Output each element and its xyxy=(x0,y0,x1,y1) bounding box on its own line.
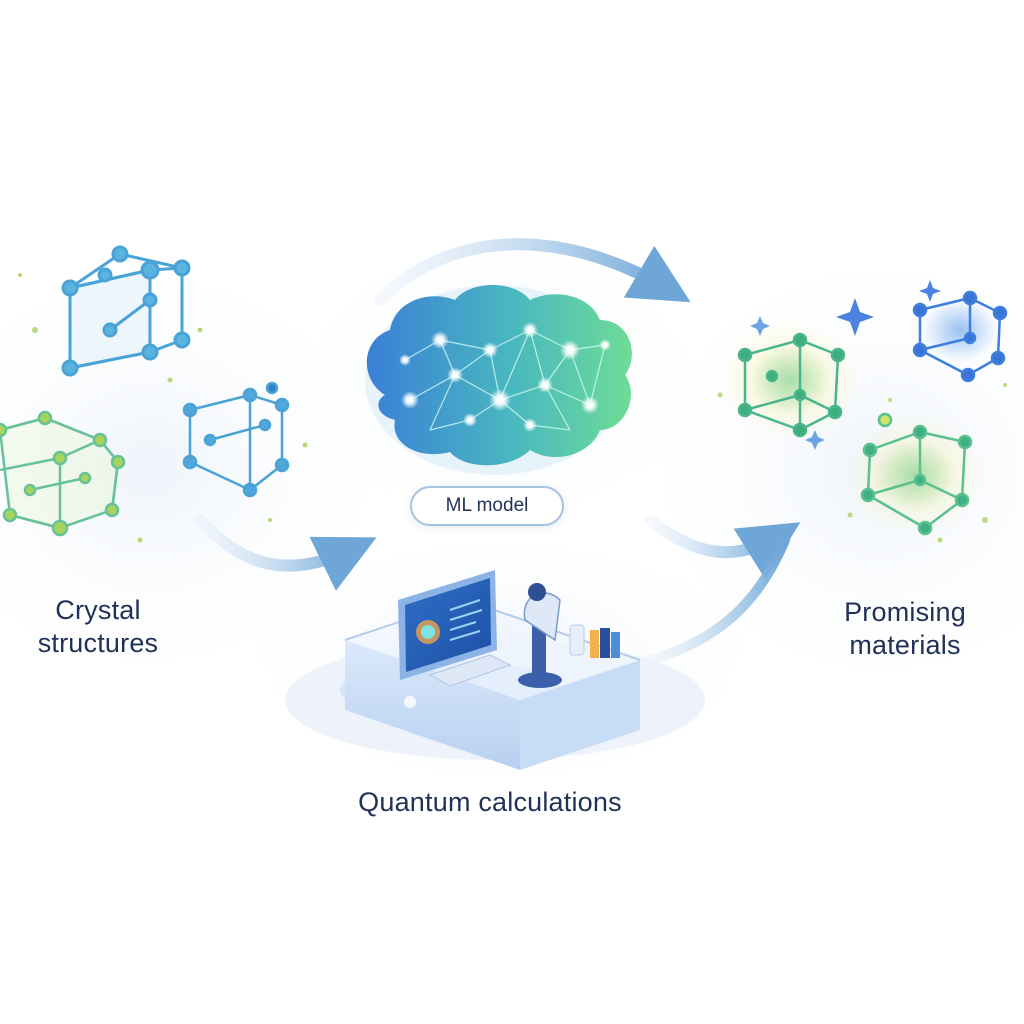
crystal-label-line2: structures xyxy=(37,628,159,658)
particles xyxy=(18,273,308,543)
microscope-icon xyxy=(518,583,562,688)
promising-label-line2: materials xyxy=(849,630,961,660)
crystal-lattice-icon xyxy=(0,410,126,537)
crystal-label-line1: Crystal xyxy=(55,595,141,625)
crystal-structures-group xyxy=(0,245,308,543)
crystal-lattice-icon xyxy=(912,290,1008,383)
crystal-lattice-icon xyxy=(737,332,846,438)
quantum-calculations-label: Quantum calculations xyxy=(358,787,622,817)
computer-lab-box-icon xyxy=(285,570,705,770)
crystal-lattice-icon xyxy=(182,381,290,498)
ml-model-pill: ML model xyxy=(410,486,564,526)
crystal-structures-label: Crystal structures xyxy=(8,594,188,660)
flow-arrow-icon xyxy=(194,514,377,591)
promising-materials-label: Promising materials xyxy=(810,596,1000,662)
particles xyxy=(717,383,1007,543)
flow-arrows xyxy=(194,238,801,665)
brain-nodes xyxy=(399,322,611,432)
crystal-lattice-icon xyxy=(860,412,973,536)
promising-label-line1: Promising xyxy=(844,597,966,627)
flow-arrow-icon xyxy=(645,535,790,665)
promising-materials-group xyxy=(717,280,1008,543)
crystal-lattice-icon xyxy=(61,245,191,377)
sparkle-icon xyxy=(750,280,941,450)
flow-arrow-icon xyxy=(374,238,691,306)
neural-brain-icon xyxy=(365,285,632,475)
flow-arrow-icon xyxy=(644,514,801,580)
